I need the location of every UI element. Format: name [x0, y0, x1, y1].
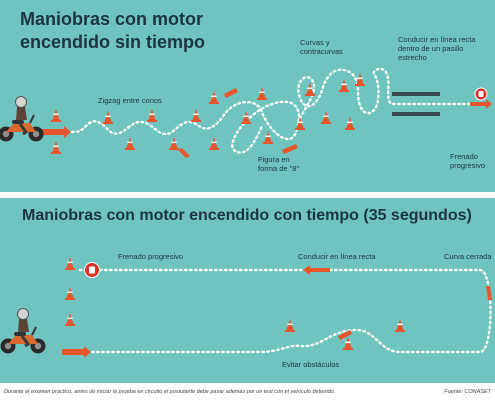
label-curva-cerrada: Curva cerrada — [444, 252, 492, 261]
cone-icon — [51, 73, 365, 154]
panel-sin-tiempo: Maniobras con motor encendido sin tiempo — [0, 0, 495, 192]
stop-hand-icon — [474, 87, 488, 101]
label-frenado-1: Frenado progresivo — [450, 152, 486, 170]
motorcycle-icon — [0, 307, 47, 355]
label-obstaculos: Evitar obstáculos — [282, 360, 340, 369]
section2-title: Maniobras con motor encendido con tiempo… — [22, 207, 472, 224]
route-path — [60, 67, 472, 154]
footer-note: Durante el examen práctico, antes de ini… — [4, 389, 336, 395]
footer-source: Fuente: CONASET — [444, 389, 491, 395]
label-frenado-2: Frenado progresivo — [118, 252, 184, 261]
label-zigzag: Zigzag entre conos — [98, 96, 162, 105]
label-curvas: Curvas y contracurvas — [300, 38, 343, 56]
stop-hand-icon — [84, 262, 100, 278]
direction-arrow-icon — [62, 265, 492, 358]
circuit-sin-tiempo — [0, 67, 492, 158]
circuit-con-tiempo — [0, 257, 492, 358]
label-figura8: Figura en forma de "8" — [258, 155, 300, 173]
section1-title: Maniobras con motor encendido sin tiempo — [20, 9, 206, 52]
panel-con-tiempo: Maniobras con motor encendido con tiempo… — [0, 198, 495, 383]
footer: Durante el examen práctico, antes de ini… — [0, 384, 495, 400]
route-path — [78, 268, 492, 354]
direction-arrow-icon — [42, 88, 492, 158]
barrier-icon — [392, 92, 440, 116]
motorcycle-icon — [0, 95, 45, 143]
label-linea-recta: Conducir en línea recta — [298, 252, 376, 261]
label-pasillo: Conducir en línea recta dentro de un pas… — [398, 35, 476, 62]
